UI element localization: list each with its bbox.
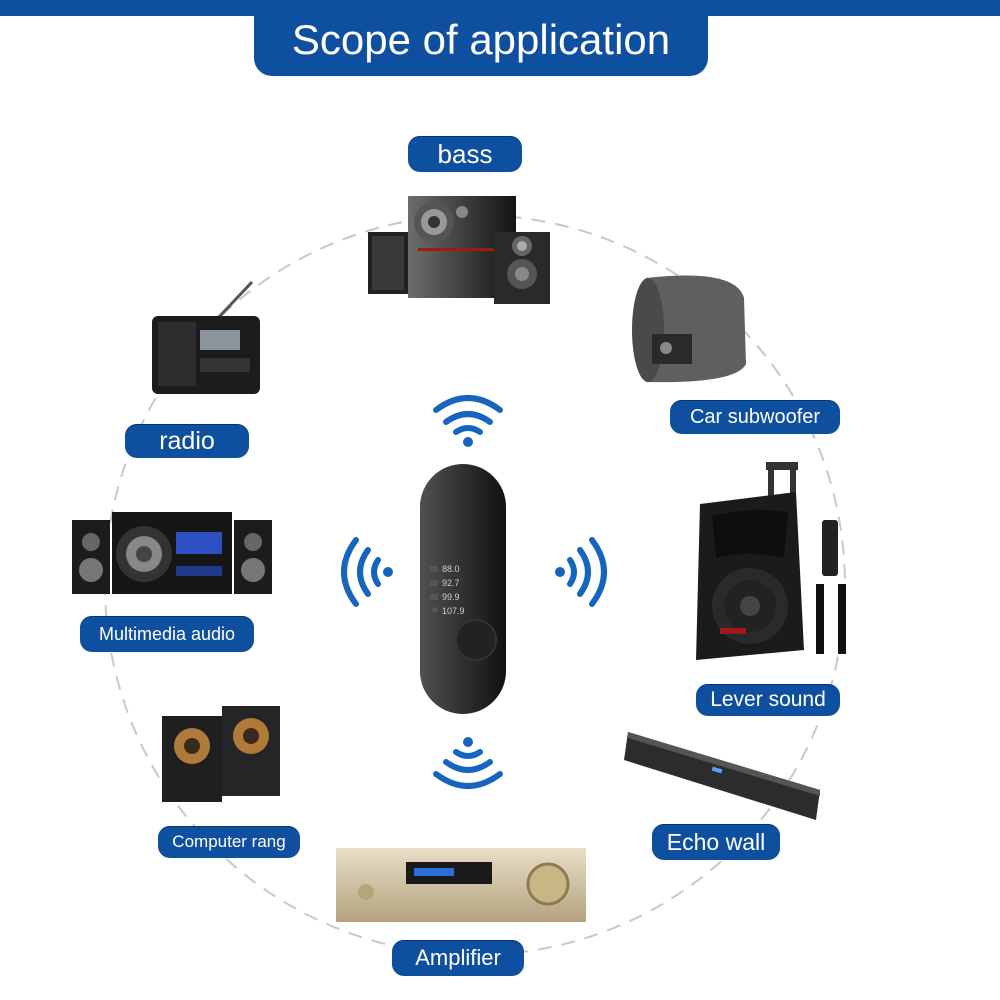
label-computer-rang: Computer rang [158,826,300,858]
frequency-88: 88.0 [442,564,460,574]
header-banner: Scope of application [0,0,1000,76]
label-amplifier: Amplifier [392,940,524,976]
label-car-subwoofer: Car subwoofer [670,400,840,434]
multimedia-audio-image [72,512,272,594]
soundbar-image [624,732,820,820]
label-radio: radio [125,424,249,458]
label-echo-wall: Echo wall [652,824,780,860]
frequency-92: 92.7 [442,578,460,588]
bass-speaker-system-image [368,196,550,304]
wireless-signal-icon-left [341,537,393,607]
wireless-signal-icon-right [555,537,607,607]
amplifier-image [336,848,586,922]
label-lever-sound: Lever sound [696,684,840,716]
frequency-99: 99.9 [442,592,460,602]
frequency-107: 107.9 [442,606,465,616]
label-multimedia-audio: Multimedia audio [80,616,254,652]
car-subwoofer-image [632,275,746,383]
label-bass: bass [408,136,522,172]
wireless-signal-icon-top [433,395,503,447]
fm-transmitter-image [420,464,506,714]
computer-speakers-image [162,706,280,802]
page-title: Scope of application [291,16,671,63]
header-tab [254,0,708,76]
trolley-speaker-image [696,462,846,660]
radio-image [152,280,260,394]
wireless-signal-icon-bottom [433,737,503,789]
transmitter-frequency-list: 88.0 92.7 99.9 107.9 [442,562,478,618]
